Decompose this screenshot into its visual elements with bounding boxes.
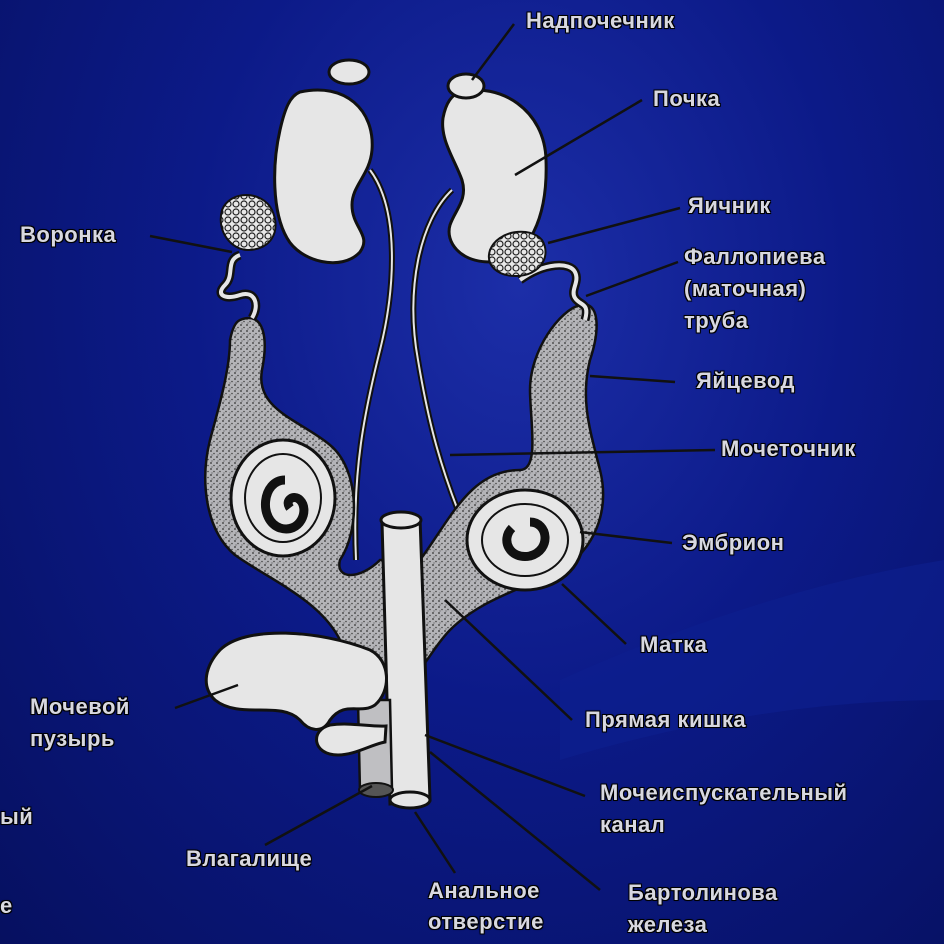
left-ovary	[221, 195, 276, 250]
label-ovary: Яичник	[688, 193, 771, 218]
label-oviduct: Яйцевод	[696, 368, 795, 393]
label-clipped-left-2: е	[0, 893, 13, 918]
label-clipped-left-1: ый	[0, 804, 33, 829]
label-vagina: Влагалище	[186, 846, 312, 871]
label-urethra-2: канал	[600, 812, 665, 837]
left-adrenal	[329, 60, 369, 84]
left-kidney	[275, 90, 373, 263]
label-bartholin-2: железа	[628, 912, 707, 937]
label-anus-1: Анальное	[428, 878, 540, 903]
label-anus-2: отверстие	[428, 909, 544, 934]
label-bartholin-1: Бартолинова	[628, 880, 778, 905]
label-fallopian-1: Фаллопиева	[684, 244, 826, 269]
left-embryo-chamber	[231, 440, 335, 556]
label-bladder-2: пузырь	[30, 726, 115, 751]
label-ureter: Мочеточник	[721, 436, 856, 461]
right-adrenal	[448, 74, 484, 98]
label-urethra-1: Мочеиспускательный	[600, 780, 848, 805]
label-kidney: Почка	[653, 86, 720, 111]
label-infundibulum: Воронка	[20, 222, 116, 247]
label-uterus: Матка	[640, 632, 707, 657]
label-adrenal: Надпочечник	[526, 8, 675, 33]
label-bladder-1: Мочевой	[30, 694, 130, 719]
label-fallopian-3: труба	[684, 308, 748, 333]
label-fallopian-2: (маточная)	[684, 276, 806, 301]
label-rectum: Прямая кишка	[585, 707, 746, 732]
label-embryo: Эмбрион	[682, 530, 784, 555]
